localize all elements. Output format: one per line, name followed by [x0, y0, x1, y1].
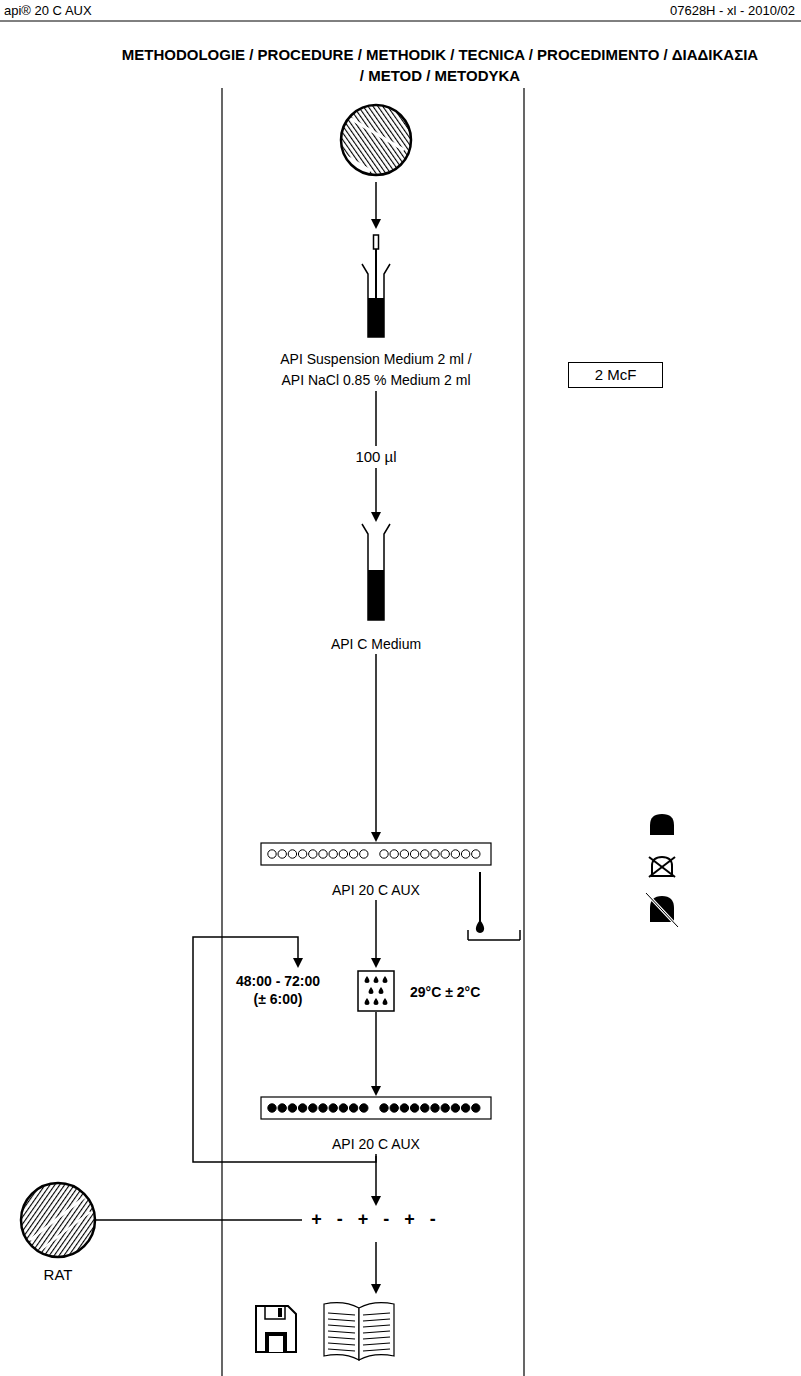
result-signs: + - + - + -	[226, 1207, 526, 1231]
step-arrow	[371, 1242, 381, 1294]
flow-arrow	[371, 900, 381, 968]
read-strip: API 20 C AUX	[251, 1096, 501, 1154]
test-strip	[260, 1096, 492, 1120]
flow-arrow	[371, 654, 381, 842]
page-title: METHODOLOGIE / PROCEDURE / METHODIK / TE…	[120, 44, 760, 86]
culture-plate	[338, 102, 414, 178]
suspension-tube: API Suspension Medium 2 ml / API NaCl 0.…	[236, 234, 516, 391]
tube-caption: API C Medium	[236, 634, 516, 654]
book-icon	[324, 1303, 394, 1360]
reagent-label: RAT	[8, 1266, 108, 1283]
document-code: 07628H - xl - 2010/02	[670, 3, 795, 18]
flow-arrow	[371, 1012, 381, 1096]
turbidity-box: 2 McF	[568, 362, 663, 388]
tube-caption: API Suspension Medium 2 ml / API NaCl 0.…	[276, 349, 476, 391]
test-tube-with-pipette	[356, 234, 396, 339]
pipette-symbol	[468, 872, 520, 940]
inoculated-strip: API 20 C AUX	[251, 842, 501, 900]
test-tube	[356, 522, 396, 622]
incubation-time: 48:00 - 72:00 (± 6:00)	[232, 972, 324, 1008]
header-text: api® 20 C AUX	[4, 3, 92, 18]
no-lid-symbol	[649, 857, 675, 877]
column-lines	[222, 88, 524, 1376]
strip-caption: API 20 C AUX	[251, 880, 501, 900]
reagent-plate	[20, 1182, 302, 1258]
flow-arrow	[193, 937, 376, 1162]
edge-label: 100 µl	[351, 446, 400, 468]
box-text: 2 McF	[577, 365, 654, 385]
step-arrow	[371, 1156, 381, 1206]
header-rule	[0, 21, 801, 22]
lid-symbol	[650, 814, 674, 835]
software-icon	[256, 1306, 296, 1352]
incubation-step: 48:00 - 72:00 (± 6:00) 29°C ± 2°C	[228, 968, 480, 1012]
step-arrow	[371, 182, 381, 229]
medium-tube: API C Medium	[236, 522, 516, 654]
incubation-temperature: 29°C ± 2°C	[410, 983, 480, 1001]
strip-caption: API 20 C AUX	[251, 1134, 501, 1154]
no-oil-symbol	[646, 893, 678, 927]
test-strip	[260, 842, 492, 866]
humid-chamber-symbol	[357, 970, 395, 1012]
